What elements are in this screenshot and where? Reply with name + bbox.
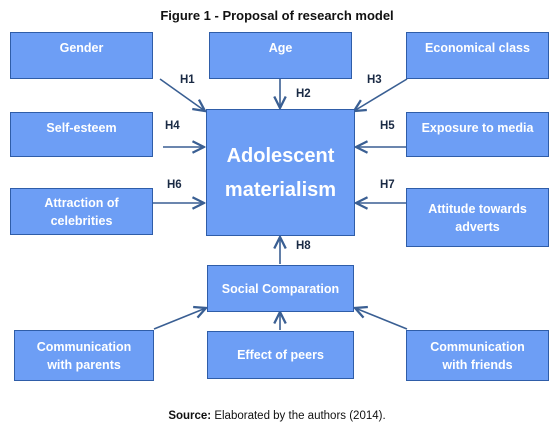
box-attraction-line-1: Attraction of (44, 195, 119, 210)
box-effect-of-peers-label: Effect of peers (237, 348, 324, 362)
box-age: Age (209, 32, 352, 79)
hypothesis-label-h7: H7 (380, 179, 395, 191)
source-caption: Source: Elaborated by the authors (2014)… (0, 410, 554, 422)
hypothesis-label-h6: H6 (167, 179, 182, 191)
center-box-adolescent-materialism: Adolescent materialism (206, 109, 355, 236)
box-attraction-of-celebrities: Attraction of celebrities (10, 188, 153, 235)
box-exposure-to-media: Exposure to media (406, 112, 549, 157)
hypothesis-label-h3: H3 (367, 74, 382, 86)
source-text: Elaborated by the authors (2014). (211, 410, 386, 422)
box-parents-line-2: with parents (47, 357, 121, 372)
figure-title: Figure 1 - Proposal of research model (160, 8, 394, 23)
box-effect-of-peers: Effect of peers (207, 331, 354, 379)
hypothesis-label-h5: H5 (380, 120, 395, 132)
arrow-h3 (354, 78, 408, 111)
center-line-1: Adolescent (226, 144, 335, 167)
arrow-friends (355, 308, 408, 330)
box-exposure-to-media-label: Exposure to media (421, 121, 534, 135)
box-attitude-line-1: Attitude towards (428, 201, 527, 216)
hypothesis-label-h1: H1 (180, 74, 195, 86)
box-economical-class-label: Economical class (425, 41, 530, 55)
box-communication-with-parents: Communication with parents (14, 330, 154, 381)
arrow-parents (153, 308, 206, 330)
box-social-comparation: Social Comparation (207, 265, 354, 312)
box-gender-label: Gender (59, 41, 104, 55)
center-line-2: materialism (224, 178, 337, 201)
box-self-esteem-label: Self-esteem (46, 121, 117, 135)
box-social-comparation-label: Social Comparation (221, 281, 340, 296)
box-parents-line-1: Communication (36, 339, 132, 354)
box-communication-with-friends: Communication with friends (406, 330, 549, 381)
box-attraction-line-2: celebrities (50, 213, 113, 228)
box-attitude-line-2: adverts (455, 219, 500, 234)
box-gender: Gender (10, 32, 153, 79)
box-attitude-towards-adverts: Attitude towards adverts (406, 188, 549, 247)
source-label: Source: (168, 410, 212, 422)
hypothesis-label-h4: H4 (165, 120, 180, 132)
box-friends-line-1: Communication (430, 339, 525, 354)
box-friends-line-2: with friends (442, 357, 513, 372)
box-self-esteem: Self-esteem (10, 112, 153, 157)
arrow-h1 (159, 78, 205, 111)
box-age-label: Age (268, 41, 293, 55)
box-economical-class: Economical class (406, 32, 549, 79)
hypothesis-label-h2: H2 (296, 88, 311, 100)
hypothesis-label-h8: H8 (296, 240, 311, 252)
